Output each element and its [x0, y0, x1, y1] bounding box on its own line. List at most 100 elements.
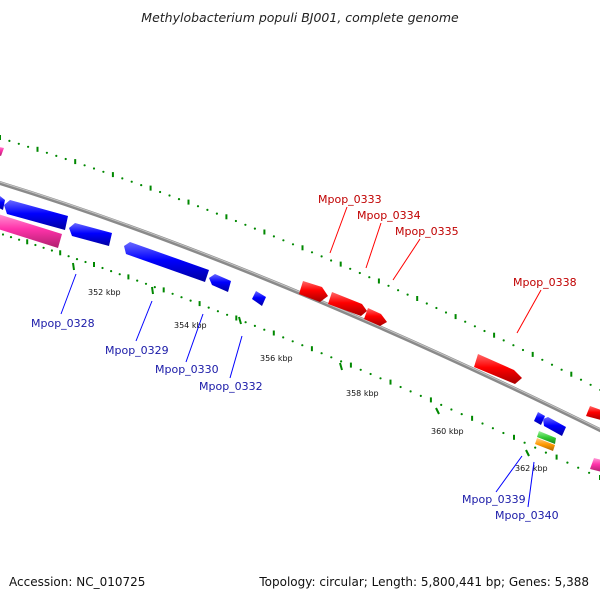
tick-mark [168, 194, 171, 197]
tick-mark [83, 164, 86, 167]
gene-label-forward[interactable]: Mpop_0335 [395, 225, 459, 238]
genome-summary-text: Topology: circular; Length: 5,800,441 bp… [259, 575, 589, 589]
feature-orange[interactable] [535, 438, 555, 451]
gene-label-reverse[interactable]: Mpop_0329 [105, 344, 169, 357]
tick-mark [291, 340, 294, 343]
genome-backbone [0, 180, 600, 433]
tick-mark [121, 177, 124, 180]
tick-mark [493, 332, 496, 338]
tick-mark [473, 325, 476, 328]
tick-mark [36, 146, 39, 152]
scale-ticks [72, 262, 530, 457]
tick-mark [397, 289, 400, 292]
tick-mark [512, 344, 515, 347]
gene-forward[interactable] [328, 292, 367, 316]
gene-reverse[interactable] [0, 196, 5, 210]
tick-mark [149, 185, 152, 191]
tick-mark [177, 198, 181, 201]
tick-mark [27, 145, 30, 148]
tick-mark [136, 279, 139, 282]
accession-text: Accession: NC_010725 [9, 575, 146, 589]
tick-mark [566, 461, 569, 464]
tick-mark [429, 397, 432, 403]
tick-mark [102, 170, 105, 173]
tick-mark [513, 434, 515, 440]
gene-reverse[interactable] [534, 412, 545, 425]
tick-mark [0, 135, 1, 140]
gene-reverse[interactable] [69, 223, 112, 246]
feature-green[interactable] [537, 431, 556, 444]
gene-forward[interactable] [364, 308, 387, 326]
tick-mark [93, 262, 95, 267]
tick-mark [84, 260, 87, 264]
tick-mark [579, 378, 583, 381]
tick-mark [225, 214, 228, 220]
tick-mark [368, 276, 371, 279]
tick-mark [450, 408, 453, 411]
tick-mark [444, 311, 448, 314]
gene-reverse[interactable] [124, 242, 209, 282]
tick-mark [187, 199, 190, 205]
gene-label-forward[interactable]: Mpop_0338 [513, 276, 577, 289]
tick-mark [502, 431, 505, 435]
tick-mark [399, 385, 402, 389]
tick-mark [9, 236, 13, 239]
tick-mark [75, 258, 79, 261]
gene-reverse[interactable] [4, 200, 68, 230]
tick-mark [17, 142, 20, 145]
tick-mark [282, 239, 285, 242]
tick-mark [171, 292, 174, 295]
tick-mark [589, 383, 592, 386]
scale-label: 362 kbp [515, 464, 548, 473]
tick-mark [544, 451, 548, 454]
gene-reverse[interactable] [252, 291, 266, 306]
tick-mark [45, 151, 49, 154]
tick-mark [64, 157, 67, 161]
tick-mark [481, 422, 484, 425]
scale-label: 358 kbp [346, 389, 379, 398]
tick-mark [196, 205, 200, 208]
tick-mark [523, 441, 526, 444]
gene-forward[interactable] [586, 406, 600, 420]
tick-mark [110, 270, 113, 273]
tick-mark [55, 154, 58, 157]
gene-label-reverse[interactable]: Mpop_0340 [495, 509, 559, 522]
tick-mark [272, 235, 275, 238]
feature-pink[interactable] [0, 146, 4, 156]
gene-reverse[interactable] [543, 417, 566, 436]
tick-mark [471, 415, 474, 421]
tick-mark [588, 471, 591, 474]
gene-label-reverse[interactable]: Mpop_0339 [462, 493, 526, 506]
tick-mark [301, 344, 304, 347]
tick-mark [406, 293, 409, 296]
tick-mark [349, 267, 352, 270]
tick-mark [140, 184, 143, 187]
tick-mark [560, 368, 563, 371]
gene-reverse[interactable] [209, 274, 231, 292]
gene-forward[interactable] [299, 281, 328, 302]
scale-labels: 352 kbp 354 kbp 356 kbp 358 kbp 360 kbp … [88, 288, 548, 473]
feature-pink[interactable] [590, 458, 600, 472]
tick-mark [541, 358, 544, 361]
tick-mark [253, 227, 256, 230]
tick-mark [272, 330, 275, 336]
tick-mark [253, 324, 256, 327]
tick-mark [144, 282, 148, 285]
tick-mark [340, 360, 343, 363]
feature-pink[interactable] [0, 213, 62, 248]
tick-mark [291, 243, 295, 246]
tick-mark [189, 299, 192, 302]
tick-mark [358, 271, 361, 275]
tick-mark [502, 339, 505, 342]
gene-label-forward[interactable]: Mpop_0334 [357, 209, 421, 222]
tick-mark [118, 273, 121, 276]
gene-forward[interactable] [474, 354, 522, 384]
tick-mark [59, 250, 62, 256]
gene-label-reverse[interactable]: Mpop_0330 [155, 363, 219, 376]
forward-gene-labels: Mpop_0333 Mpop_0334 Mpop_0335 Mpop_0338 [318, 193, 577, 334]
tick-mark [74, 159, 77, 165]
gene-label-reverse[interactable]: Mpop_0332 [199, 380, 263, 393]
gene-label-reverse[interactable]: Mpop_0328 [31, 317, 95, 330]
gene-label-forward[interactable]: Mpop_0333 [318, 193, 382, 206]
